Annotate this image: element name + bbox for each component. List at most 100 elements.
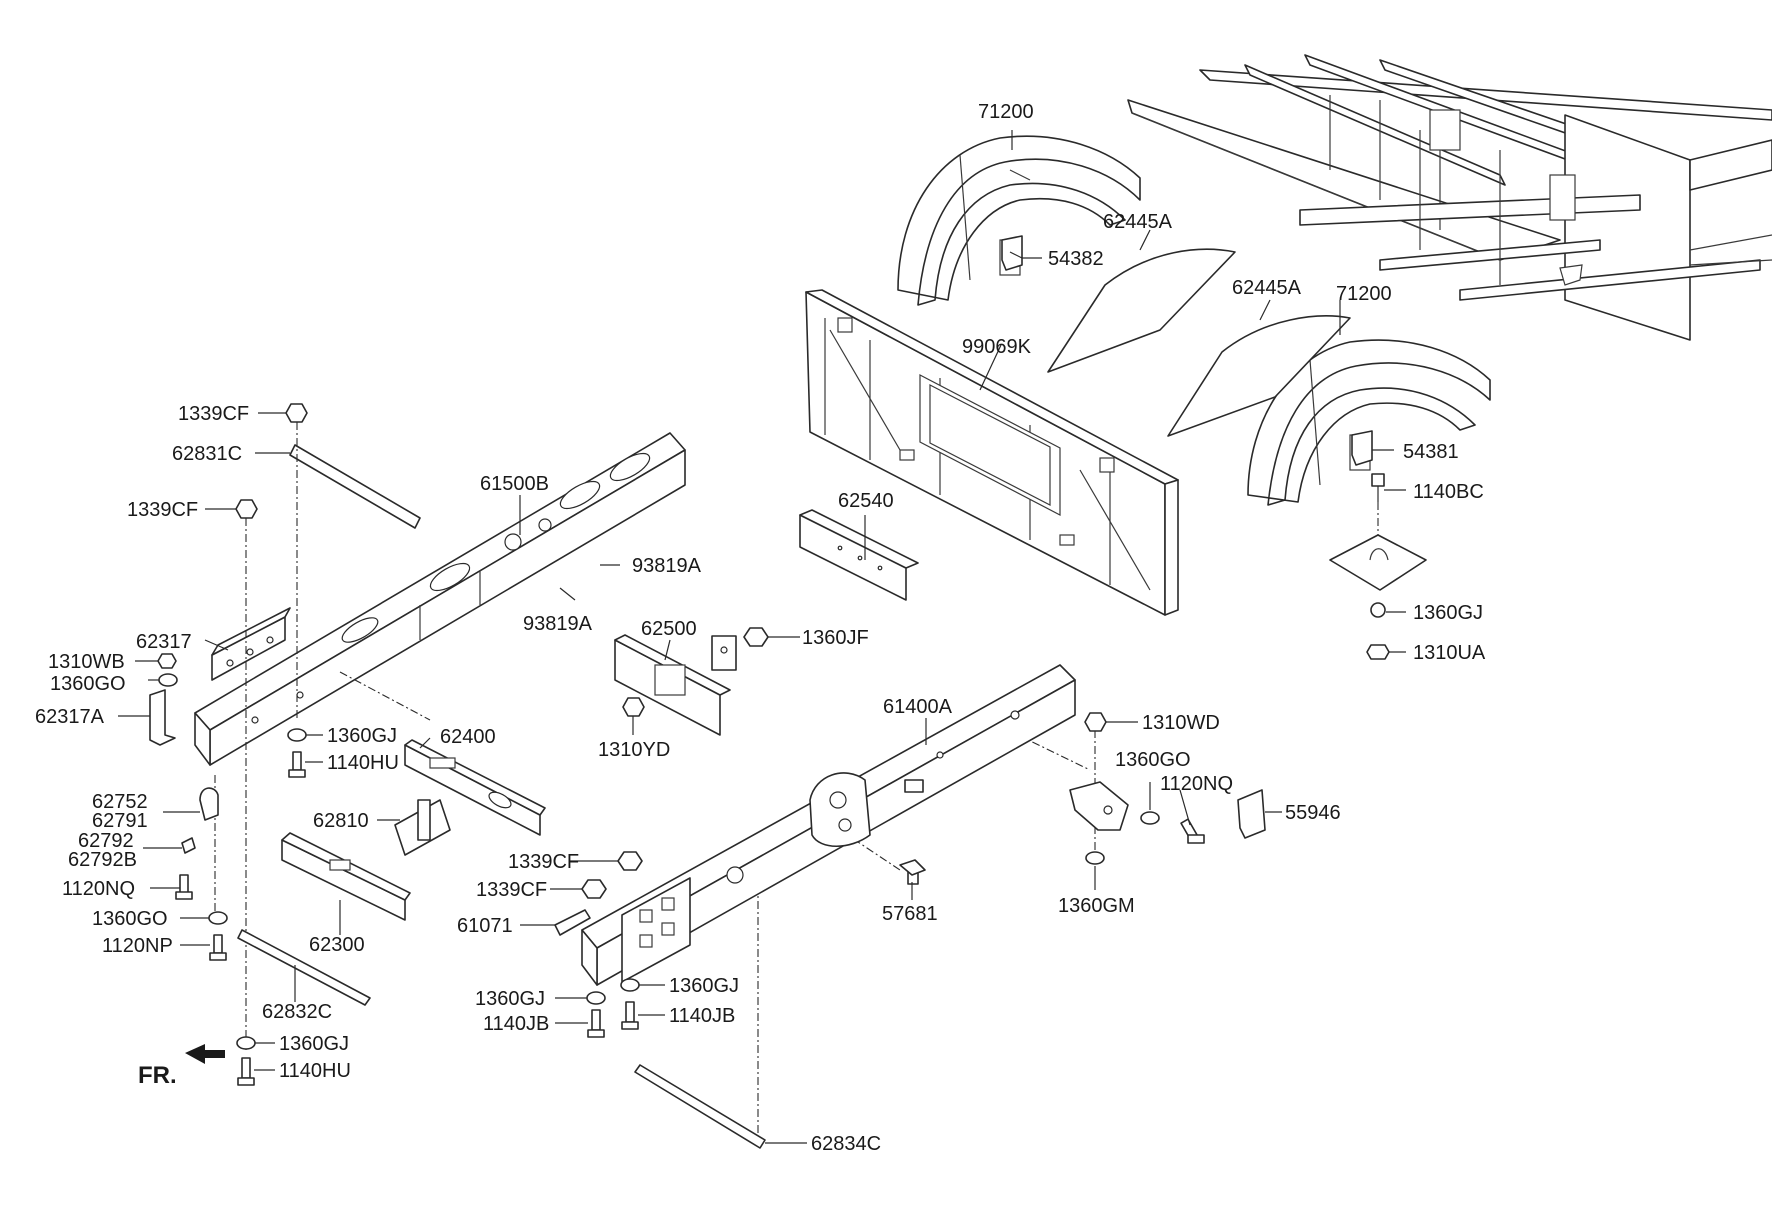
label-1360gj-a: 1360GJ: [327, 725, 397, 747]
strip-62832c: [237, 929, 371, 1006]
splash-pad-lower: [1167, 315, 1351, 437]
bracket-62400: [404, 739, 546, 836]
nut-1339cf-a: [285, 403, 308, 423]
label-62834c: 62834C: [811, 1133, 881, 1155]
label-61500b: 61500B: [480, 473, 549, 495]
nut-1339cf-c: [617, 851, 643, 871]
label-71200-upper: 71200: [978, 101, 1034, 123]
label-62317a: 62317A: [35, 706, 105, 728]
leader-lines: [118, 130, 1406, 1144]
front-arrow-icon: [185, 1044, 225, 1064]
bracket-62317: [211, 607, 291, 681]
nut-1310wb: [157, 653, 177, 669]
label-93819a-a: 93819A: [632, 555, 702, 577]
brace-62831c: [289, 444, 421, 529]
label-1360go-c: 1360GO: [92, 908, 168, 930]
label-54381: 54381: [1403, 441, 1459, 463]
label-55946: 55946: [1285, 802, 1341, 824]
cross-member-62300: [281, 832, 411, 921]
label-1140hu-b: 1140HU: [279, 1060, 351, 1082]
label-1360gj-d: 1360GJ: [279, 1033, 349, 1055]
nut-1339cf-b: [235, 499, 258, 519]
label-1140jb-a: 1140JB: [483, 1013, 549, 1035]
label-62752: 62752: [92, 791, 148, 813]
bolt-1120nq-a: [175, 874, 193, 900]
bolt-57681: [899, 859, 926, 885]
label-62300: 62300: [309, 934, 365, 956]
bolt-1120nq-b: [1180, 818, 1205, 844]
clip-62792: [181, 837, 196, 854]
label-62540: 62540: [838, 490, 894, 512]
label-1120np: 1120NP: [102, 935, 173, 957]
label-1310wb: 1310WB: [48, 651, 125, 673]
label-1140jb-b: 1140JB: [669, 1005, 735, 1027]
nut-1310yd: [622, 697, 645, 717]
label-62832c: 62832C: [262, 1001, 332, 1023]
label-1140bc: 1140BC: [1413, 481, 1484, 503]
splash-pad-upper: [1047, 248, 1236, 373]
label-1339cf-c: 1339CF: [508, 851, 579, 873]
label-61400a: 61400A: [883, 696, 953, 718]
label-54382: 54382: [1048, 248, 1104, 270]
label-1360gj-right: 1360GJ: [1413, 602, 1483, 624]
bolt-1140jb-a: [587, 1009, 605, 1038]
rear-panel: [805, 289, 1179, 616]
washer-1360gj-a: [287, 728, 307, 742]
cross-member-62540: [799, 509, 919, 601]
washer-1360go-c: [208, 911, 228, 925]
label-1360gj-c: 1360GJ: [669, 975, 739, 997]
front-direction-label: FR.: [138, 1062, 177, 1089]
label-1360go-b: 1360GO: [1115, 749, 1191, 771]
bolt-1140hu-a: [288, 751, 306, 778]
label-99069k: 99069K: [962, 336, 1032, 358]
label-1360go-a: 1360GO: [50, 673, 126, 695]
centerline-6: [1017, 734, 1091, 771]
bracket-62317a: [149, 689, 176, 746]
nut-1310wd: [1084, 712, 1107, 732]
pad-61071: [554, 909, 591, 936]
side-member-61500b: [194, 432, 686, 766]
centerline-4: [339, 671, 431, 721]
bracket-right-mount: [1069, 781, 1129, 831]
label-1120nq-b: 1120NQ: [1160, 773, 1233, 795]
bracket-62500: [614, 634, 737, 736]
label-62831c: 62831C: [172, 443, 242, 465]
side-member-61400a: [581, 664, 1076, 986]
label-1120nq-a: 1120NQ: [62, 878, 135, 900]
label-62500: 62500: [641, 618, 697, 640]
label-1140hu-a: 1140HU: [327, 752, 399, 774]
nut-1360jf: [743, 627, 769, 647]
label-57681: 57681: [882, 903, 938, 925]
rear-body-frame: [1127, 54, 1772, 341]
washer-1360gj-c: [620, 978, 640, 992]
bracket-62810: [394, 799, 451, 856]
label-62445a-lower: 62445A: [1232, 277, 1302, 299]
label-62792b: 62792B: [68, 849, 137, 871]
bolt-1120np: [209, 934, 227, 961]
label-1310ua: 1310UA: [1413, 642, 1486, 664]
bracket-55946: [1237, 789, 1266, 839]
washer-1360gm: [1085, 851, 1105, 865]
strip-62834c: [634, 1064, 766, 1149]
bracket-54381: [1351, 430, 1373, 466]
label-62810: 62810: [313, 810, 369, 832]
label-1339cf-b: 1339CF: [127, 499, 198, 521]
label-62792: 62792: [78, 830, 134, 852]
label-1339cf-a: 1339CF: [178, 403, 249, 425]
clip-62752: [199, 787, 219, 821]
washer-1360gj-b: [586, 991, 606, 1005]
label-62400: 62400: [440, 726, 496, 748]
bolt-1140hu-b: [237, 1057, 255, 1086]
nut-1339cf-d: [581, 879, 607, 899]
part-labels: 71200 62445A 54382 62445A 71200 99069K 5…: [35, 101, 1486, 1155]
label-62317: 62317: [136, 631, 192, 653]
label-1310yd: 1310YD: [598, 739, 670, 761]
label-71200-lower: 71200: [1336, 283, 1392, 305]
label-1360gm: 1360GM: [1058, 895, 1135, 917]
label-62445a-upper: 62445A: [1103, 211, 1173, 233]
label-62791: 62791: [92, 810, 148, 832]
label-93819a-b: 93819A: [523, 613, 593, 635]
mount-pad-right: [1329, 473, 1427, 660]
washer-1360go-a: [158, 673, 178, 687]
